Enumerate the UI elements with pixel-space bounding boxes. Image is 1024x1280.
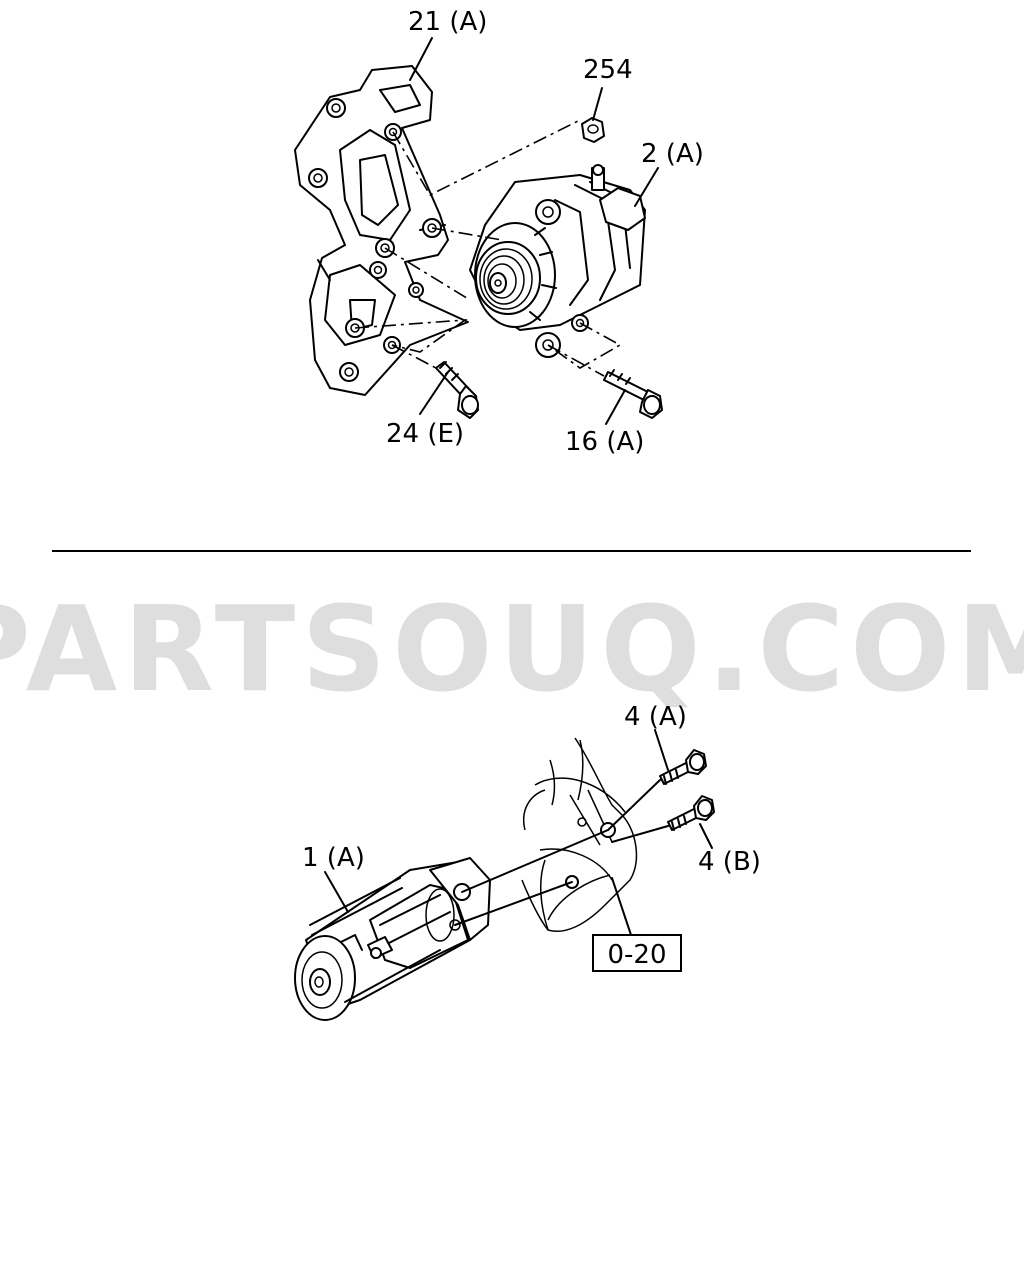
callout-nut: 254 xyxy=(583,55,633,85)
starter-motor-illustration xyxy=(294,857,491,1021)
lower-leader-lines xyxy=(324,729,713,939)
lower-assembly-lines xyxy=(454,779,669,926)
bolt-24e-illustration xyxy=(435,361,479,419)
callout-starter: 1 (A) xyxy=(302,843,365,873)
bolt-4a-illustration xyxy=(659,749,707,785)
callout-bolt-lower: 4 (B) xyxy=(698,847,761,877)
alternator-illustration xyxy=(469,164,646,358)
bolt-4b-illustration xyxy=(667,795,715,831)
callout-alternator: 2 (A) xyxy=(641,139,704,169)
callout-bolt-bracket: 24 (E) xyxy=(386,419,464,449)
reference-box xyxy=(592,934,682,972)
watermark-text: PARTSOUQ.COM xyxy=(0,580,1024,718)
callout-bracket: 21 (A) xyxy=(408,7,487,37)
bolt-16a-illustration xyxy=(603,369,663,419)
upper-assembly-lines xyxy=(354,119,622,377)
callout-bolt-alternator: 16 (A) xyxy=(565,427,644,457)
reference-box-label: 0-20 xyxy=(607,940,666,970)
nut-254-illustration xyxy=(581,117,605,143)
callout-bolt-upper: 4 (A) xyxy=(624,702,687,732)
upper-leader-lines xyxy=(409,37,659,425)
mounting-bracket-illustration xyxy=(294,65,469,396)
